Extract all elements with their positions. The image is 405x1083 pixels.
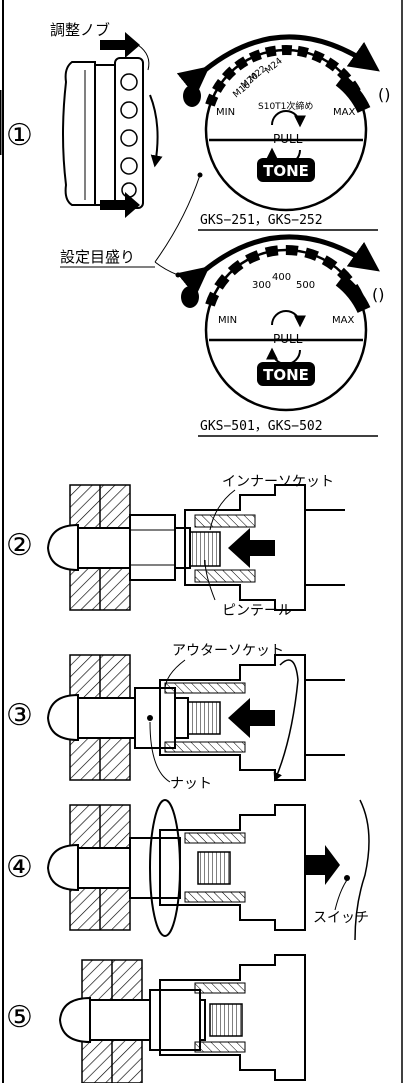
dial-2-max-label: MAX <box>332 315 354 326</box>
step-5-pintail <box>209 1003 243 1037</box>
dial-2-min-label: MIN <box>218 315 237 326</box>
step-2-socket <box>184 484 306 611</box>
dial-2-pull-label: PULL <box>273 332 303 346</box>
step-number-1: ① <box>6 118 33 153</box>
step-4-nut <box>129 837 181 899</box>
dial-2-model-label: GKS−501，GKS−502 <box>200 419 323 434</box>
dial-2-tone-label: TONE <box>263 366 309 384</box>
dial-2-tick-300: 300 <box>252 280 271 291</box>
step-1-group: ① 調整ノブ () MIN MAX <box>6 21 390 437</box>
dial-1-pull-label: PULL <box>273 132 303 146</box>
label-pintail: ピンテール <box>222 603 292 619</box>
step-2-push-arrow-icon <box>228 528 275 568</box>
label-adjust-knob: 調整ノブ <box>50 21 110 39</box>
adjust-knob <box>114 57 144 209</box>
step-4-pintail <box>197 851 231 885</box>
step-2-bolt-head <box>46 523 79 572</box>
dial-2-direction-arrow-icon <box>176 234 380 297</box>
label-setting-scale: 設定目盛り <box>60 248 135 266</box>
rotate-arrow-icon <box>149 94 163 168</box>
dial-2-tone-badge <box>257 362 315 386</box>
dial-1-tone-badge <box>257 158 315 182</box>
step-number-3: ③ <box>6 698 33 733</box>
label-switch: スイッチ <box>313 910 369 926</box>
step-3-nut <box>134 687 176 749</box>
dial-2-tick-400: 400 <box>272 272 291 283</box>
dial-1-min-label: MIN <box>216 107 235 118</box>
step-5-group: ⑤ <box>6 954 306 1083</box>
tool-side-view <box>62 32 163 218</box>
step-5-bolt-head <box>58 996 91 1044</box>
dial-1-pull-rotate-icon <box>271 110 306 128</box>
dial-1-direction-arrow-icon <box>176 34 380 97</box>
dial-2-tick-500: 500 <box>296 280 315 291</box>
step-5-socket <box>159 954 306 1081</box>
switch-indicator <box>344 875 350 881</box>
dial-1-minus-icon <box>183 85 201 107</box>
dial-2-plus-icon: () <box>372 285 384 304</box>
push-arrow-bottom-icon <box>100 192 140 218</box>
dial-1-tone-label: TONE <box>263 162 309 180</box>
dial-1-s10t-label: S10T1次締め <box>258 100 313 112</box>
step-3-push-arrow-icon <box>228 698 275 738</box>
dial-1-model-label: GKS−251，GKS−252 <box>200 213 323 228</box>
step-3-outer-socket <box>159 654 306 781</box>
dial-2-pull-rotate-icon <box>271 310 306 328</box>
step-3-rotate-arrow-icon <box>273 659 299 782</box>
label-outer-socket: アウターソケット <box>172 643 284 659</box>
step-4-rotate-arrow-icon <box>149 799 181 937</box>
step-4-tool-outline <box>354 799 370 941</box>
step-5-nut <box>149 989 201 1051</box>
label-nut: ナット <box>170 776 212 792</box>
step-4-switch-arrow-icon <box>305 845 340 885</box>
dial-1-plus-icon: () <box>378 85 390 104</box>
dial-1-max-label: MAX <box>333 107 355 118</box>
step-number-5: ⑤ <box>6 1000 33 1035</box>
step-4-group: ④ スイッチ <box>6 799 370 941</box>
step-number-2: ② <box>6 528 33 563</box>
step-4-socket <box>159 804 306 931</box>
step-2-group: ② インナーソケット ピンテール <box>6 474 345 619</box>
dial-gks-251: () MIN MAX M16 M20 M22 M24 S10T1次締め PULL… <box>176 34 390 231</box>
step-3-pintail <box>187 701 221 735</box>
step-3-group: ③ アウターソケット ナット <box>6 643 345 792</box>
push-arrow-top-icon <box>100 32 140 58</box>
step-3-bolt-head <box>46 693 79 742</box>
dial-2-minus-icon <box>181 286 199 308</box>
step-number-4: ④ <box>6 850 33 885</box>
step-2-nut <box>129 514 176 581</box>
label-inner-socket: インナーソケット <box>222 474 334 490</box>
step-4-bolt-head <box>46 843 79 892</box>
dial-gks-501: () MIN MAX 300 400 500 PULL TONE GKS−501… <box>176 234 384 437</box>
